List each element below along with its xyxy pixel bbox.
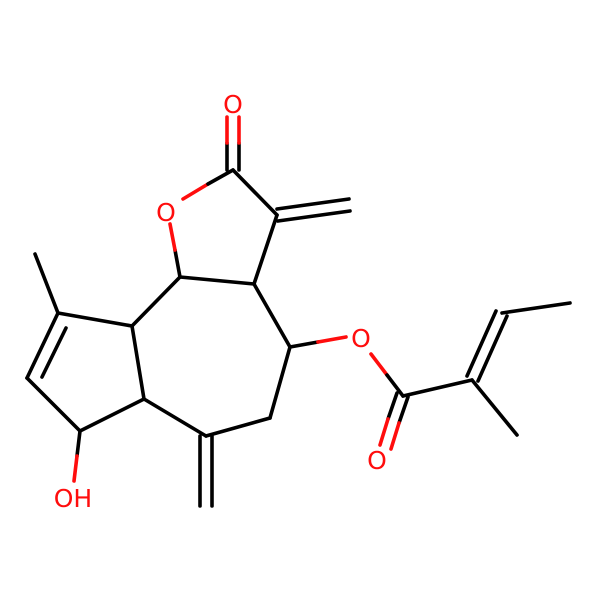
bond-c2-c11	[252, 213, 279, 286]
bond-c2prime-c3prime-b	[476, 314, 509, 383]
bond-oring-c12-c	[206, 168, 235, 186]
atom-ester-oxygen: O	[351, 324, 371, 353]
bond-c3prime-c4prime	[500, 301, 572, 315]
bond-c7-c6	[78, 397, 146, 433]
bond-c8-c7	[25, 376, 82, 433]
bond-c3-c4	[268, 345, 292, 420]
bond-c9-c10	[56, 311, 134, 328]
carbon-bonds	[25, 168, 572, 508]
bond-c11-c12	[231, 168, 279, 217]
bond-c5-c6	[142, 397, 208, 438]
bond-oring-c12-o	[181, 182, 210, 201]
bond-c11-ch2-a	[275, 197, 351, 211]
bond-c10-c1	[130, 275, 182, 328]
bond-c7-oh-c	[75, 429, 82, 458]
bond-c4-c5	[204, 416, 272, 438]
bond-c2prime-methyl	[470, 378, 519, 437]
bond-oester-cester-o	[369, 352, 389, 377]
bond-c1-c2	[178, 275, 256, 286]
atom-lactone-carbonyl-oxygen: O	[223, 90, 243, 119]
atom-labels: O O O O OH	[54, 90, 387, 513]
bond-c3-oester-o	[316, 335, 348, 344]
bond-cester-ocarbonyl-o-a	[378, 417, 390, 447]
bond-oester-cester-c	[385, 373, 405, 398]
bond-c1-oring-o	[168, 222, 177, 252]
bond-c9-c8-inner	[40, 326, 68, 379]
bond-c3-oester-c	[288, 340, 320, 349]
bond-cester-ocarbonyl-c-b	[397, 395, 410, 425]
bond-c11-ch2-b	[276, 209, 352, 223]
bond-ester-c-c2prime	[401, 378, 474, 398]
bond-c9-c8-double	[25, 311, 60, 380]
bond-c2prime-c3prime-a	[465, 309, 498, 378]
bond-c2-c3	[252, 282, 292, 349]
bond-c7-oh-o	[72, 454, 79, 483]
atom-hydroxyl: OH	[54, 484, 92, 513]
atom-ring-oxygen: O	[156, 198, 176, 227]
bond-cester-ocarbonyl-o-b	[389, 421, 401, 451]
bond-c1-oring-c	[173, 248, 182, 279]
bond-c6-c10	[130, 324, 146, 401]
bond-methyl-c9	[33, 252, 60, 315]
oxygen-bonds	[72, 115, 410, 483]
bond-cester-ocarbonyl-c-a	[386, 391, 399, 421]
atom-ester-carbonyl-oxygen: O	[367, 446, 387, 475]
